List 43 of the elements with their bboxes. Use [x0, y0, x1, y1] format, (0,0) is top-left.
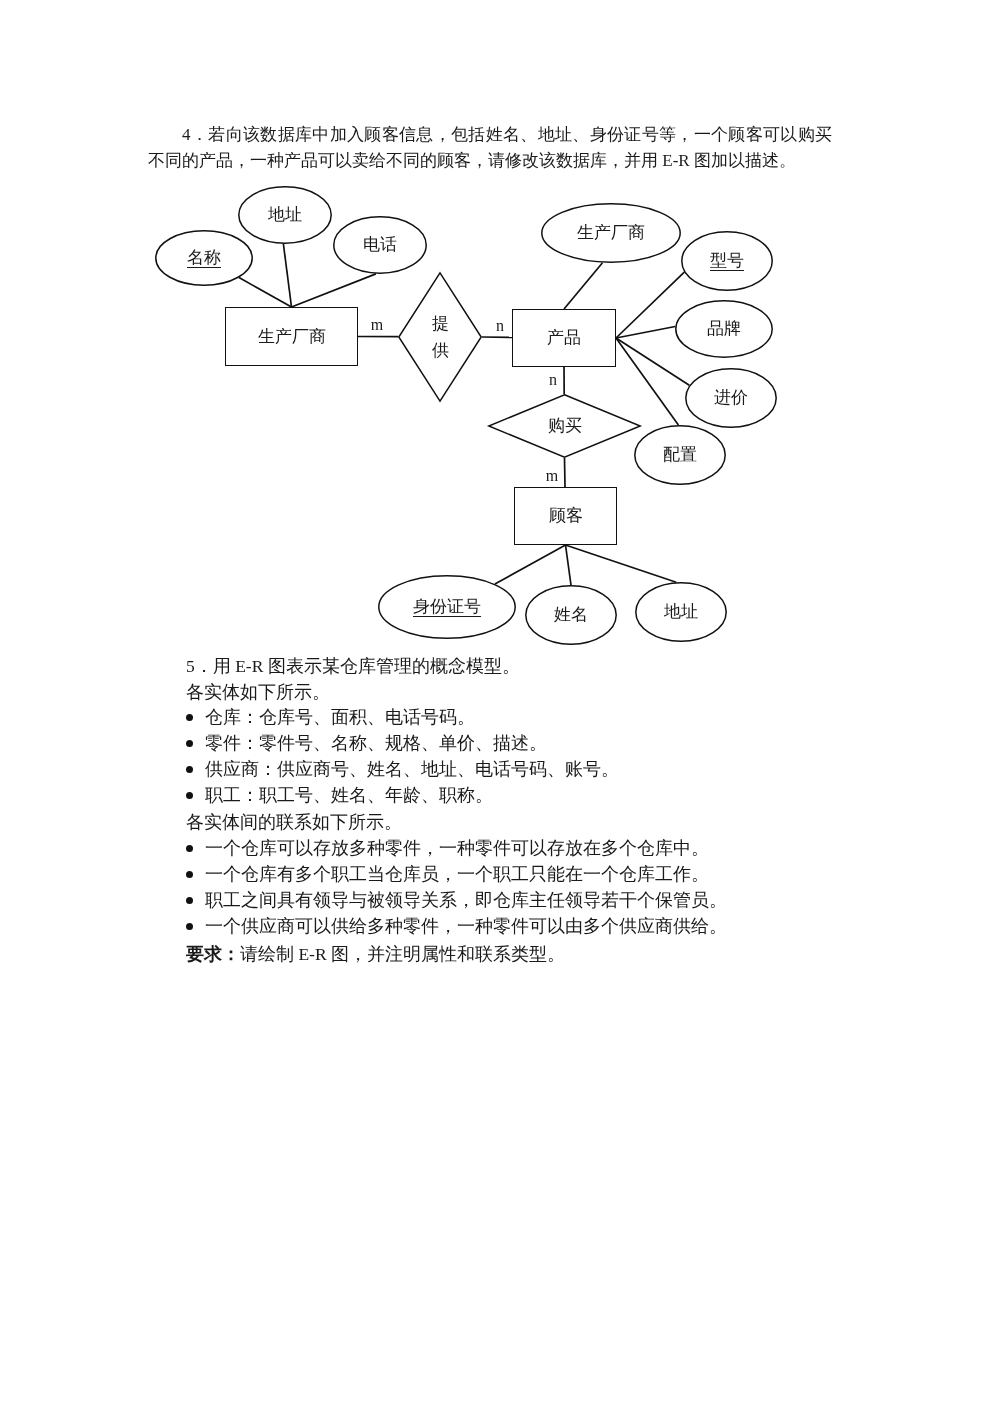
attribute-ellipse: 型号: [681, 231, 773, 291]
connector-line: [615, 337, 691, 387]
connector-line: [564, 544, 678, 584]
relationship-diamond: 提供: [398, 272, 482, 402]
list-item-text: 一个仓库有多个职工当仓库员，一个职工只能在一个仓库工作。: [205, 863, 709, 886]
entity-box: 产品: [512, 309, 616, 367]
attribute-ellipse: 电话: [333, 216, 427, 274]
question-text: 4．若向该数据库中加入顾客信息，包括姓名、地址、身份证号等，一个顾客可以购买不同的产品，一种产品可以卖给不同的顾客，请修改该数据库，并用 E-R 图加以描述。: [148, 124, 832, 172]
connector-line: [563, 366, 566, 395]
requirement-text: 要求：请绘制 E-R 图，并注明属性和联系类型。: [186, 943, 565, 966]
body-text: 各实体间的联系如下所示。: [186, 811, 402, 834]
connector-line: [357, 335, 400, 338]
connector-line: [564, 544, 572, 586]
list-item-text: 一个供应商可以供给多种零件，一种零件可以由多个供应商供给。: [205, 915, 727, 938]
attribute-ellipse: 名称: [155, 230, 253, 286]
connector-line: [290, 273, 377, 308]
list-item-text: 仓库：仓库号、面积、电话号码。: [205, 706, 475, 729]
attribute-ellipse: 配置: [634, 425, 726, 485]
connector-line: [563, 261, 604, 310]
list-item-text: 职工：职工号、姓名、年龄、职称。: [205, 784, 493, 807]
attribute-ellipse: 进价: [685, 368, 777, 428]
attribute-ellipse: 生产厂商: [541, 203, 681, 263]
list-item-text: 一个仓库可以存放多种零件，一种零件可以存放在多个仓库中。: [205, 837, 709, 860]
connector-line: [615, 325, 677, 339]
connector-line: [494, 544, 567, 585]
connector-line: [481, 336, 513, 339]
connector-line: [238, 276, 293, 308]
attribute-ellipse: 品牌: [675, 300, 773, 358]
list-item-text: 供应商：供应商号、姓名、地址、电话号码、账号。: [205, 758, 619, 781]
list-item-text: 零件：零件号、名称、规格、单价、描述。: [205, 732, 547, 755]
connector-line: [563, 457, 566, 488]
attribute-ellipse: 地址: [635, 582, 727, 642]
list-item-text: 职工之间具有领导与被领导关系，即仓库主任领导若干个保管员。: [205, 889, 727, 912]
entity-box: 生产厂商: [225, 307, 358, 366]
attribute-ellipse: 姓名: [525, 585, 617, 645]
entity-box: 顾客: [514, 487, 617, 545]
question-text: 5．用 E-R 图表示某仓库管理的概念模型。: [186, 655, 520, 678]
connector-line: [615, 271, 686, 339]
relationship-diamond: 购买: [488, 394, 641, 458]
attribute-ellipse: 地址: [238, 186, 332, 244]
body-text: 各实体如下所示。: [186, 681, 330, 704]
connector-line: [282, 243, 293, 308]
attribute-ellipse: 身份证号: [378, 575, 516, 639]
